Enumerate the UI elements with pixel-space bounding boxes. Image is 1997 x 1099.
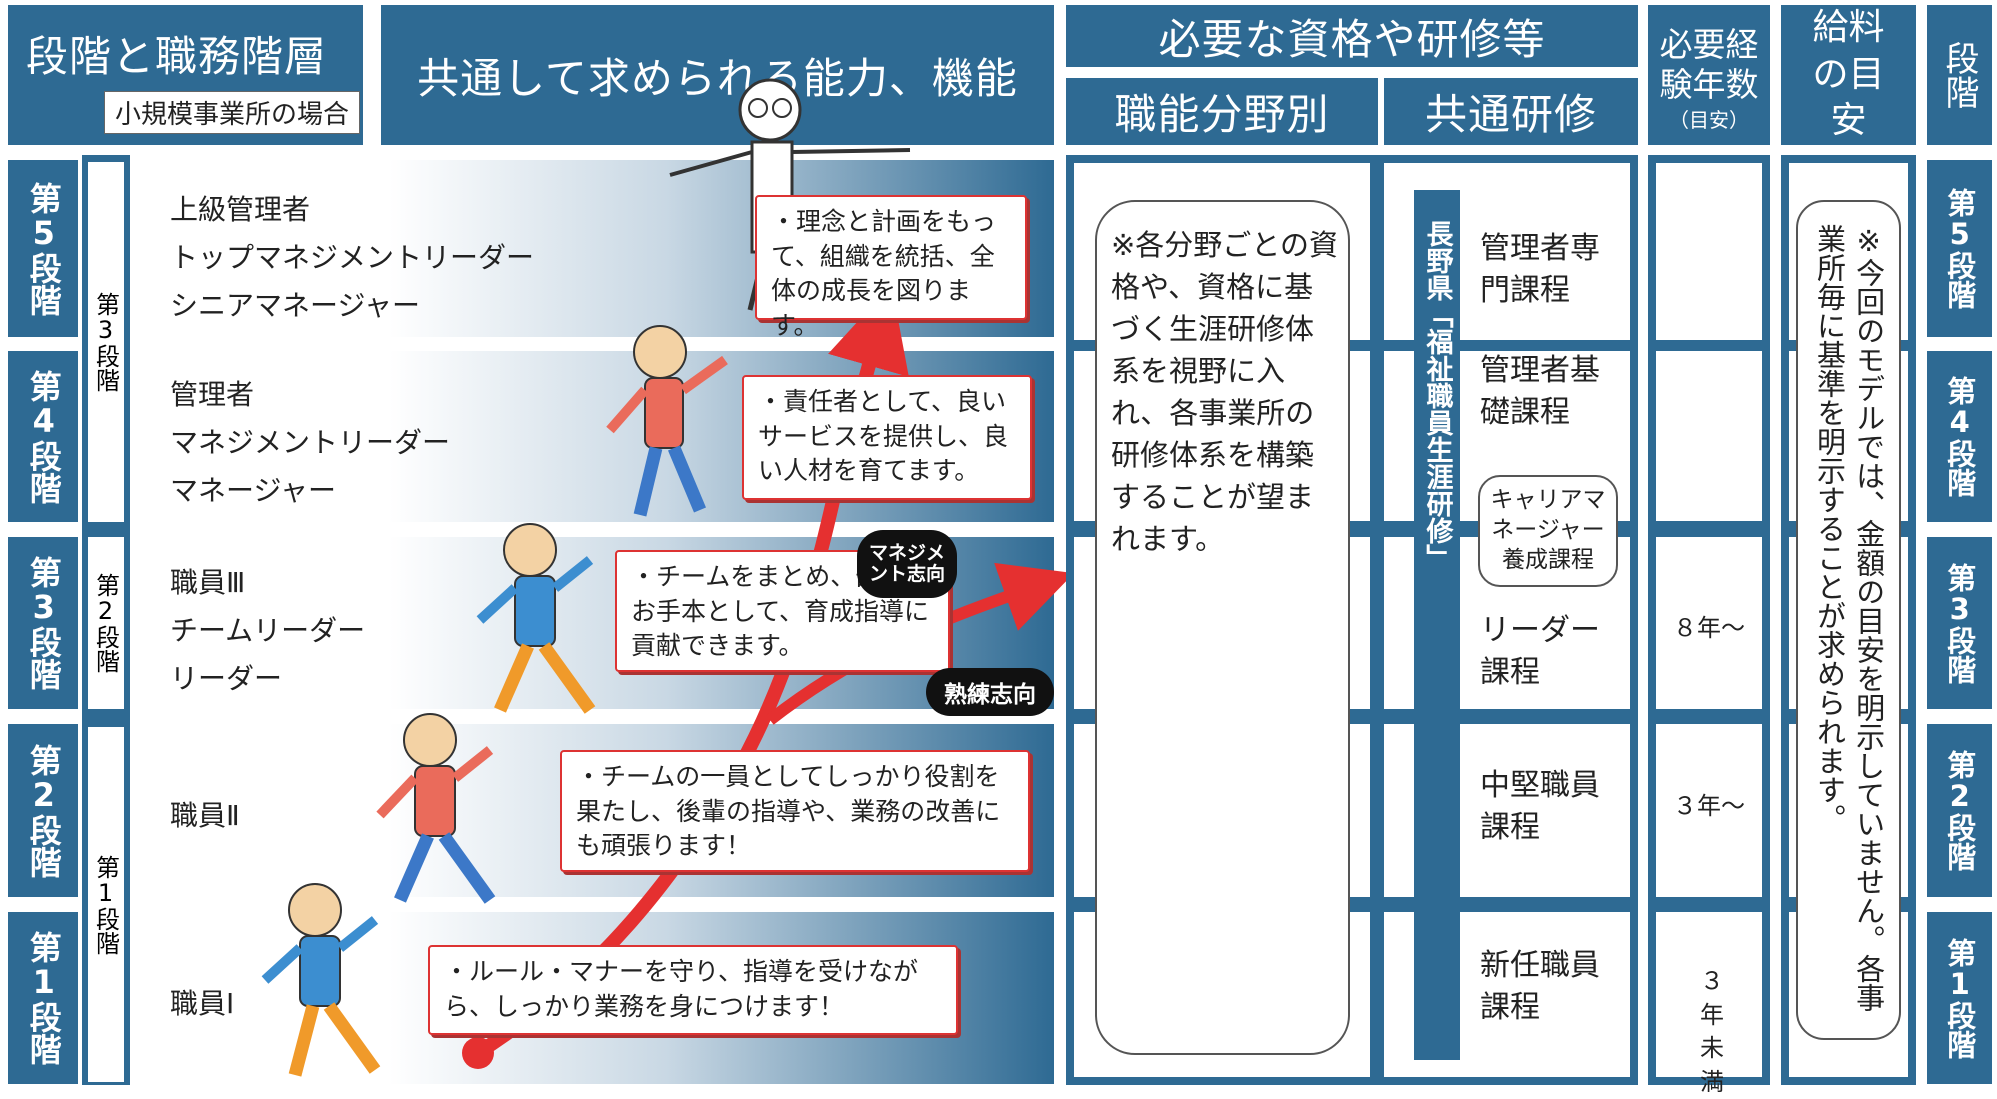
tag-expertise: 熟練志向 bbox=[926, 668, 1054, 716]
experience-stage-2: ３年～ bbox=[1673, 792, 1745, 820]
role-4-2: マネジメントリーダー bbox=[170, 426, 451, 459]
bubble-stage-5: ・理念と計画をもって、組織を統括、全体の成長を図ります。 bbox=[755, 195, 1027, 340]
character-4 bbox=[606, 325, 728, 517]
experience-stage-1: ３年未満 bbox=[1700, 967, 1724, 1096]
stage-tab-1: 第1段階 bbox=[8, 912, 78, 1084]
small-stage-1: 第1段階 bbox=[88, 727, 124, 1082]
header-experience-label: 必要経験年数 bbox=[1659, 25, 1759, 104]
stage-tab-right-5-label: 第5段階 bbox=[1942, 188, 1977, 309]
course-career-manager-box: キャリアマネージャー養成課程 bbox=[1478, 475, 1618, 587]
small-stage-2-label: 第2段階 bbox=[91, 573, 120, 673]
course-leader: リーダー課程 bbox=[1480, 613, 1600, 690]
course-manager-basic: 管理者基礎課程 bbox=[1480, 353, 1600, 430]
stage-tab-5-label: 第5段階 bbox=[24, 181, 63, 316]
stage-tab-right-3: 第3段階 bbox=[1927, 537, 1992, 709]
small-stage-3: 第3段階 bbox=[88, 162, 124, 522]
bubble-stage-2: ・チームの一員としてしっかり役割を果たし、後輩の指導や、業務の改善にも頑張ります… bbox=[560, 750, 1030, 872]
stage-tab-4: 第4段階 bbox=[8, 351, 78, 522]
small-stage-2: 第2段階 bbox=[88, 537, 124, 709]
stage-tab-right-2-label: 第2段階 bbox=[1942, 750, 1977, 871]
field-note-text: ※各分野ごとの資格や、資格に基づく生涯研修体系を視野に入れ、各事業所の研修体系を… bbox=[1111, 228, 1339, 557]
small-stage-3-label: 第3段階 bbox=[91, 292, 120, 392]
header-stages-roles-label: 段階と職務階層 bbox=[26, 32, 328, 81]
role-3-2: チームリーダー bbox=[170, 614, 366, 647]
small-stage-1-label: 第1段階 bbox=[91, 854, 120, 955]
header-common-training: 共通研修 bbox=[1384, 78, 1638, 145]
header-experience-sub: （目安） bbox=[1669, 108, 1749, 133]
stage-tab-2-label: 第2段階 bbox=[24, 743, 63, 878]
stage-tab-right-3-label: 第3段階 bbox=[1942, 562, 1977, 684]
stage-tab-right-4-label: 第4段階 bbox=[1942, 376, 1977, 497]
role-5-2: トップマネジメントリーダー bbox=[170, 241, 535, 274]
header-stage-right: 段階 bbox=[1927, 5, 1992, 145]
salary-note-box: ※今回のモデルでは、金額の目安を明示していません。各事業所毎に基準を明示すること… bbox=[1796, 200, 1901, 1040]
field-note-box: ※各分野ごとの資格や、資格に基づく生涯研修体系を視野に入れ、各事業所の研修体系を… bbox=[1095, 200, 1350, 1055]
experience-column bbox=[1648, 155, 1770, 1085]
stage-tab-3-label: 第3段階 bbox=[24, 556, 63, 690]
course-manager-specialist: 管理者専門課程 bbox=[1480, 231, 1600, 308]
salary-note-text: ※今回のモデルでは、金額の目安を明示していません。各事業所毎に基準を明示すること… bbox=[1812, 224, 1886, 1012]
training-program-bar: 長野県「福祉職員生涯研修」 bbox=[1414, 190, 1460, 1060]
stage-tab-right-1-label: 第1段階 bbox=[1942, 937, 1977, 1059]
stage-tab-2: 第2段階 bbox=[8, 724, 78, 897]
character-1 bbox=[261, 883, 381, 1077]
header-qualifications: 必要な資格や研修等 bbox=[1066, 5, 1638, 67]
bubble-stage-4: ・責任者として、良いサービスを提供し、良い人材を育てます。 bbox=[742, 375, 1032, 500]
start-dot bbox=[462, 1037, 494, 1069]
header-salary: 給料の目安 bbox=[1781, 5, 1916, 145]
header-salary-label: 給料の目安 bbox=[1812, 6, 1885, 142]
stage-tab-1-label: 第1段階 bbox=[24, 931, 63, 1065]
training-program-label: 長野県「福祉職員生涯研修」 bbox=[1421, 220, 1453, 571]
character-3 bbox=[476, 523, 596, 714]
experience-stage-3: ８年～ bbox=[1673, 614, 1745, 642]
tag-management: マネジメント志向 bbox=[857, 530, 957, 598]
role-4-3: マネージャー bbox=[170, 474, 337, 507]
stage-tab-4-label: 第4段階 bbox=[24, 369, 63, 504]
role-5-1: 上級管理者 bbox=[170, 193, 311, 226]
stage-tab-right-1: 第1段階 bbox=[1927, 912, 1992, 1084]
header-experience-years: 必要経験年数 （目安） bbox=[1648, 5, 1770, 145]
course-mid-career: 中堅職員課程 bbox=[1480, 768, 1600, 845]
small-business-note: 小規模事業所の場合 bbox=[104, 91, 361, 134]
course-career-manager: キャリアマネージャー養成課程 bbox=[1490, 487, 1606, 573]
stage-tab-3: 第3段階 bbox=[8, 537, 78, 709]
role-5-3: シニアマネージャー bbox=[170, 289, 421, 322]
bubble-stage-1: ・ルール・マナーを守り、指導を受けながら、しっかり業務を身につけます！ bbox=[428, 945, 958, 1035]
role-3-1: 職員Ⅲ bbox=[170, 566, 246, 599]
header-stages-roles: 段階と職務階層 小規模事業所の場合 bbox=[8, 5, 363, 145]
stage-tab-right-2: 第2段階 bbox=[1927, 724, 1992, 897]
header-abilities: 共通して求められる能力、機能 bbox=[381, 5, 1054, 145]
stage-tab-right-4: 第4段階 bbox=[1927, 351, 1992, 522]
role-2-1: 職員Ⅱ bbox=[170, 799, 240, 832]
stage-tab-right-5: 第5段階 bbox=[1927, 160, 1992, 337]
role-4-1: 管理者 bbox=[170, 378, 255, 411]
stage-tab-5: 第5段階 bbox=[8, 160, 78, 337]
course-new-staff: 新任職員課程 bbox=[1480, 948, 1600, 1025]
header-stage-right-label: 段階 bbox=[1939, 41, 1979, 109]
role-1-1: 職員Ⅰ bbox=[170, 987, 235, 1020]
role-3-3: リーダー bbox=[170, 662, 283, 695]
character-2 bbox=[376, 713, 496, 904]
header-by-field: 職能分野別 bbox=[1066, 78, 1378, 145]
